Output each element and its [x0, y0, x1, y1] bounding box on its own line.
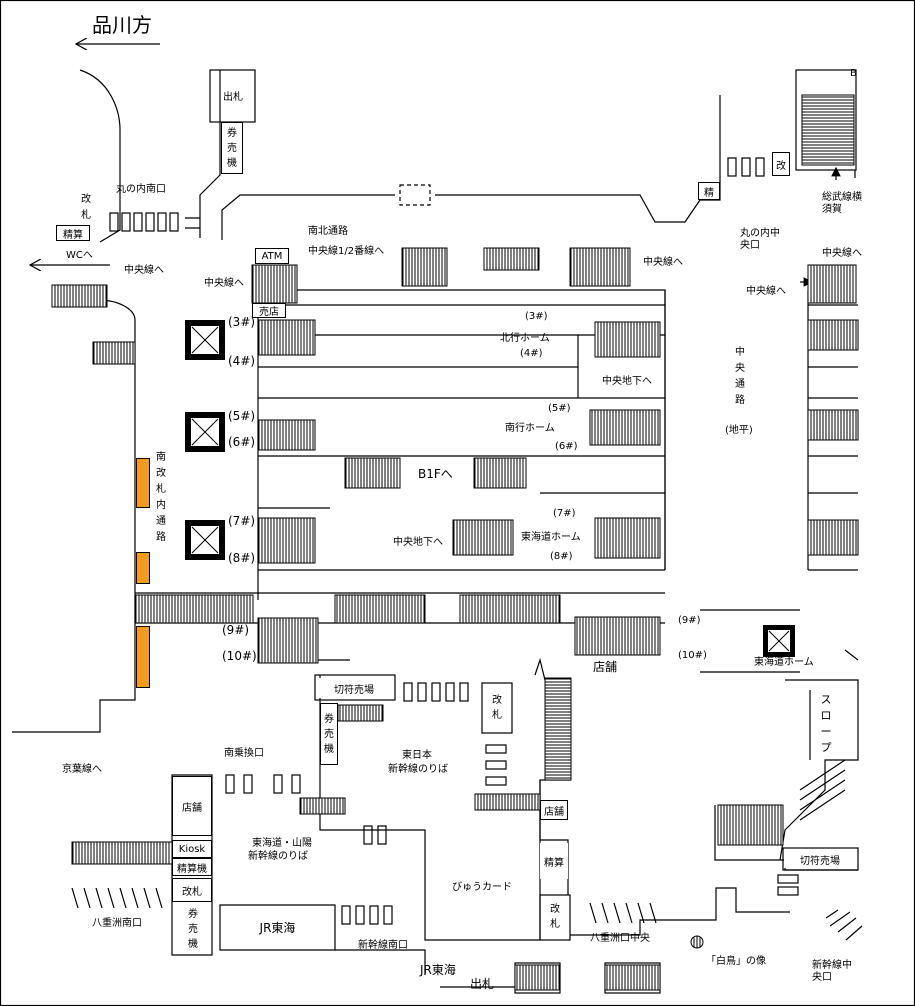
ticket-counter-label: 切符売場	[318, 678, 390, 698]
track-9-right-label: (9#)	[678, 615, 701, 626]
jr-central-box: JR東海	[225, 908, 330, 946]
fare-adjust-box: 精算	[540, 843, 568, 879]
jr-central-label-2: JR東海	[420, 963, 456, 977]
gate-label-left: 改札	[81, 194, 91, 221]
marunouchi-south-exit-label: 丸の内南口	[116, 184, 166, 195]
slope-label: スロープ	[820, 693, 832, 754]
gate-box-east: 改札	[541, 897, 569, 937]
ticket-counter-label-2: 切符売場	[784, 850, 856, 868]
track-4-right-label: (4#)	[520, 348, 543, 359]
south-transfer-label: 南乗換口	[224, 748, 264, 759]
yaesu-central-label: 八重洲口中央	[590, 933, 650, 944]
track-7-label: (7#)	[228, 514, 256, 528]
track-10-label: (10#)	[222, 649, 257, 663]
ticket-machine-box: 券売機	[221, 122, 243, 174]
gate-box-south: 改札	[172, 878, 212, 902]
kai-box: 改	[772, 152, 790, 176]
keiyo-line-label: 京葉線へ	[62, 764, 102, 775]
ticket-machine-label-2: 券売機	[324, 713, 334, 755]
yaesu-south-exit-label: 八重洲南口	[92, 918, 142, 929]
wc-label: WCへ	[66, 250, 93, 261]
east-japan-label: 東日本	[402, 750, 432, 761]
atm-box: ATM	[255, 248, 289, 264]
gate-label: 改札	[492, 695, 502, 721]
swan-statue-label: 「白鳥」の像	[706, 956, 766, 967]
shop-label: 店舗	[575, 656, 635, 676]
store-box-east: 店舗	[540, 800, 568, 820]
chuo-line-label-4: 中央線へ	[746, 286, 786, 297]
track-6-label: (6#)	[228, 435, 256, 449]
sei-box: 精	[698, 182, 720, 200]
track-8-label: (8#)	[228, 551, 256, 565]
track-7-right-label: (7#)	[553, 508, 576, 519]
nanboku-corridor-label: 南北通路	[308, 226, 348, 237]
chuo-line-label-1: 中央線へ	[124, 265, 164, 276]
store-box-south: 店舗	[172, 776, 212, 836]
building-block	[136, 458, 150, 508]
central-corridor-label: 中央通路	[735, 347, 745, 406]
ground-level-label: (地平)	[725, 425, 753, 436]
building-block	[136, 552, 150, 584]
track-4-label: (4#)	[228, 354, 256, 368]
track-8-right-label: (8#)	[550, 551, 573, 562]
page-title: 品川方	[92, 13, 152, 37]
view-card-box: びゅうカード	[428, 870, 536, 900]
gate-label-east: 改札	[550, 904, 560, 930]
ticket-machine-label-3: 券売機	[188, 908, 198, 950]
seisan-box: 精算	[56, 225, 90, 241]
building-block	[136, 626, 150, 688]
southbound-platform-label: 南行ホーム	[505, 423, 555, 434]
chuo-line-label-3: 中央線へ	[643, 257, 683, 268]
track-5-right-label: (5#)	[548, 403, 571, 414]
ticket-machine-box-2: 券売機	[320, 703, 338, 765]
shop-box: 売店	[252, 303, 286, 318]
chuo-line-label-5: 中央線へ	[822, 248, 862, 259]
ticket-machine-box-3: 券売機	[176, 905, 210, 953]
track-9-label: (9#)	[222, 623, 250, 637]
tokaido-platform-label-2: 東海道ホーム	[754, 657, 814, 668]
shinkansen-boarding-label-2: 新幹線のりば	[248, 851, 308, 862]
ticket-office: 出札	[223, 91, 243, 103]
track-3-label: (3#)	[228, 315, 256, 329]
track-6-right-label: (6#)	[555, 441, 578, 452]
chuo-line-label-2: 中央線へ	[204, 278, 244, 289]
shinkansen-boarding-label: 新幹線のりば	[388, 764, 448, 775]
marunouchi-central-label: 丸の内中央口	[740, 228, 780, 251]
track-3-right-label: (3#)	[525, 311, 548, 322]
track-10-right-label: (10#)	[678, 650, 707, 661]
b-label: B	[850, 68, 857, 79]
sobu-yokosuka-label: 総武線横須賀	[822, 192, 862, 215]
northbound-platform-label: 北行ホーム	[500, 333, 550, 344]
shinkansen-south-exit-label: 新幹線南口	[358, 940, 408, 951]
south-gate-corridor-label: 南改札内通路	[156, 452, 166, 543]
fare-adjust-machine-box: 精算機	[172, 858, 212, 876]
track-5-label: (5#)	[228, 409, 256, 423]
ticket-office-label-2: 出札	[470, 977, 495, 991]
central-underground-label-1: 中央地下へ	[602, 376, 652, 387]
chuo-platform-label: 中央線1/2番線へ	[308, 246, 385, 257]
kiosk-box: Kiosk	[172, 840, 212, 858]
tokaido-platform-label: 東海道ホーム	[521, 532, 581, 543]
ticket-machine-label: 券売機	[227, 127, 237, 169]
gate-label-box: 改札	[485, 686, 509, 730]
b1f-label: B1Fへ	[418, 467, 453, 481]
central-underground-label-2: 中央地下へ	[393, 537, 443, 548]
tokaido-sanyo-label: 東海道・山陽	[252, 838, 312, 849]
shinkansen-central-exit-label: 新幹線中央口	[812, 960, 852, 983]
